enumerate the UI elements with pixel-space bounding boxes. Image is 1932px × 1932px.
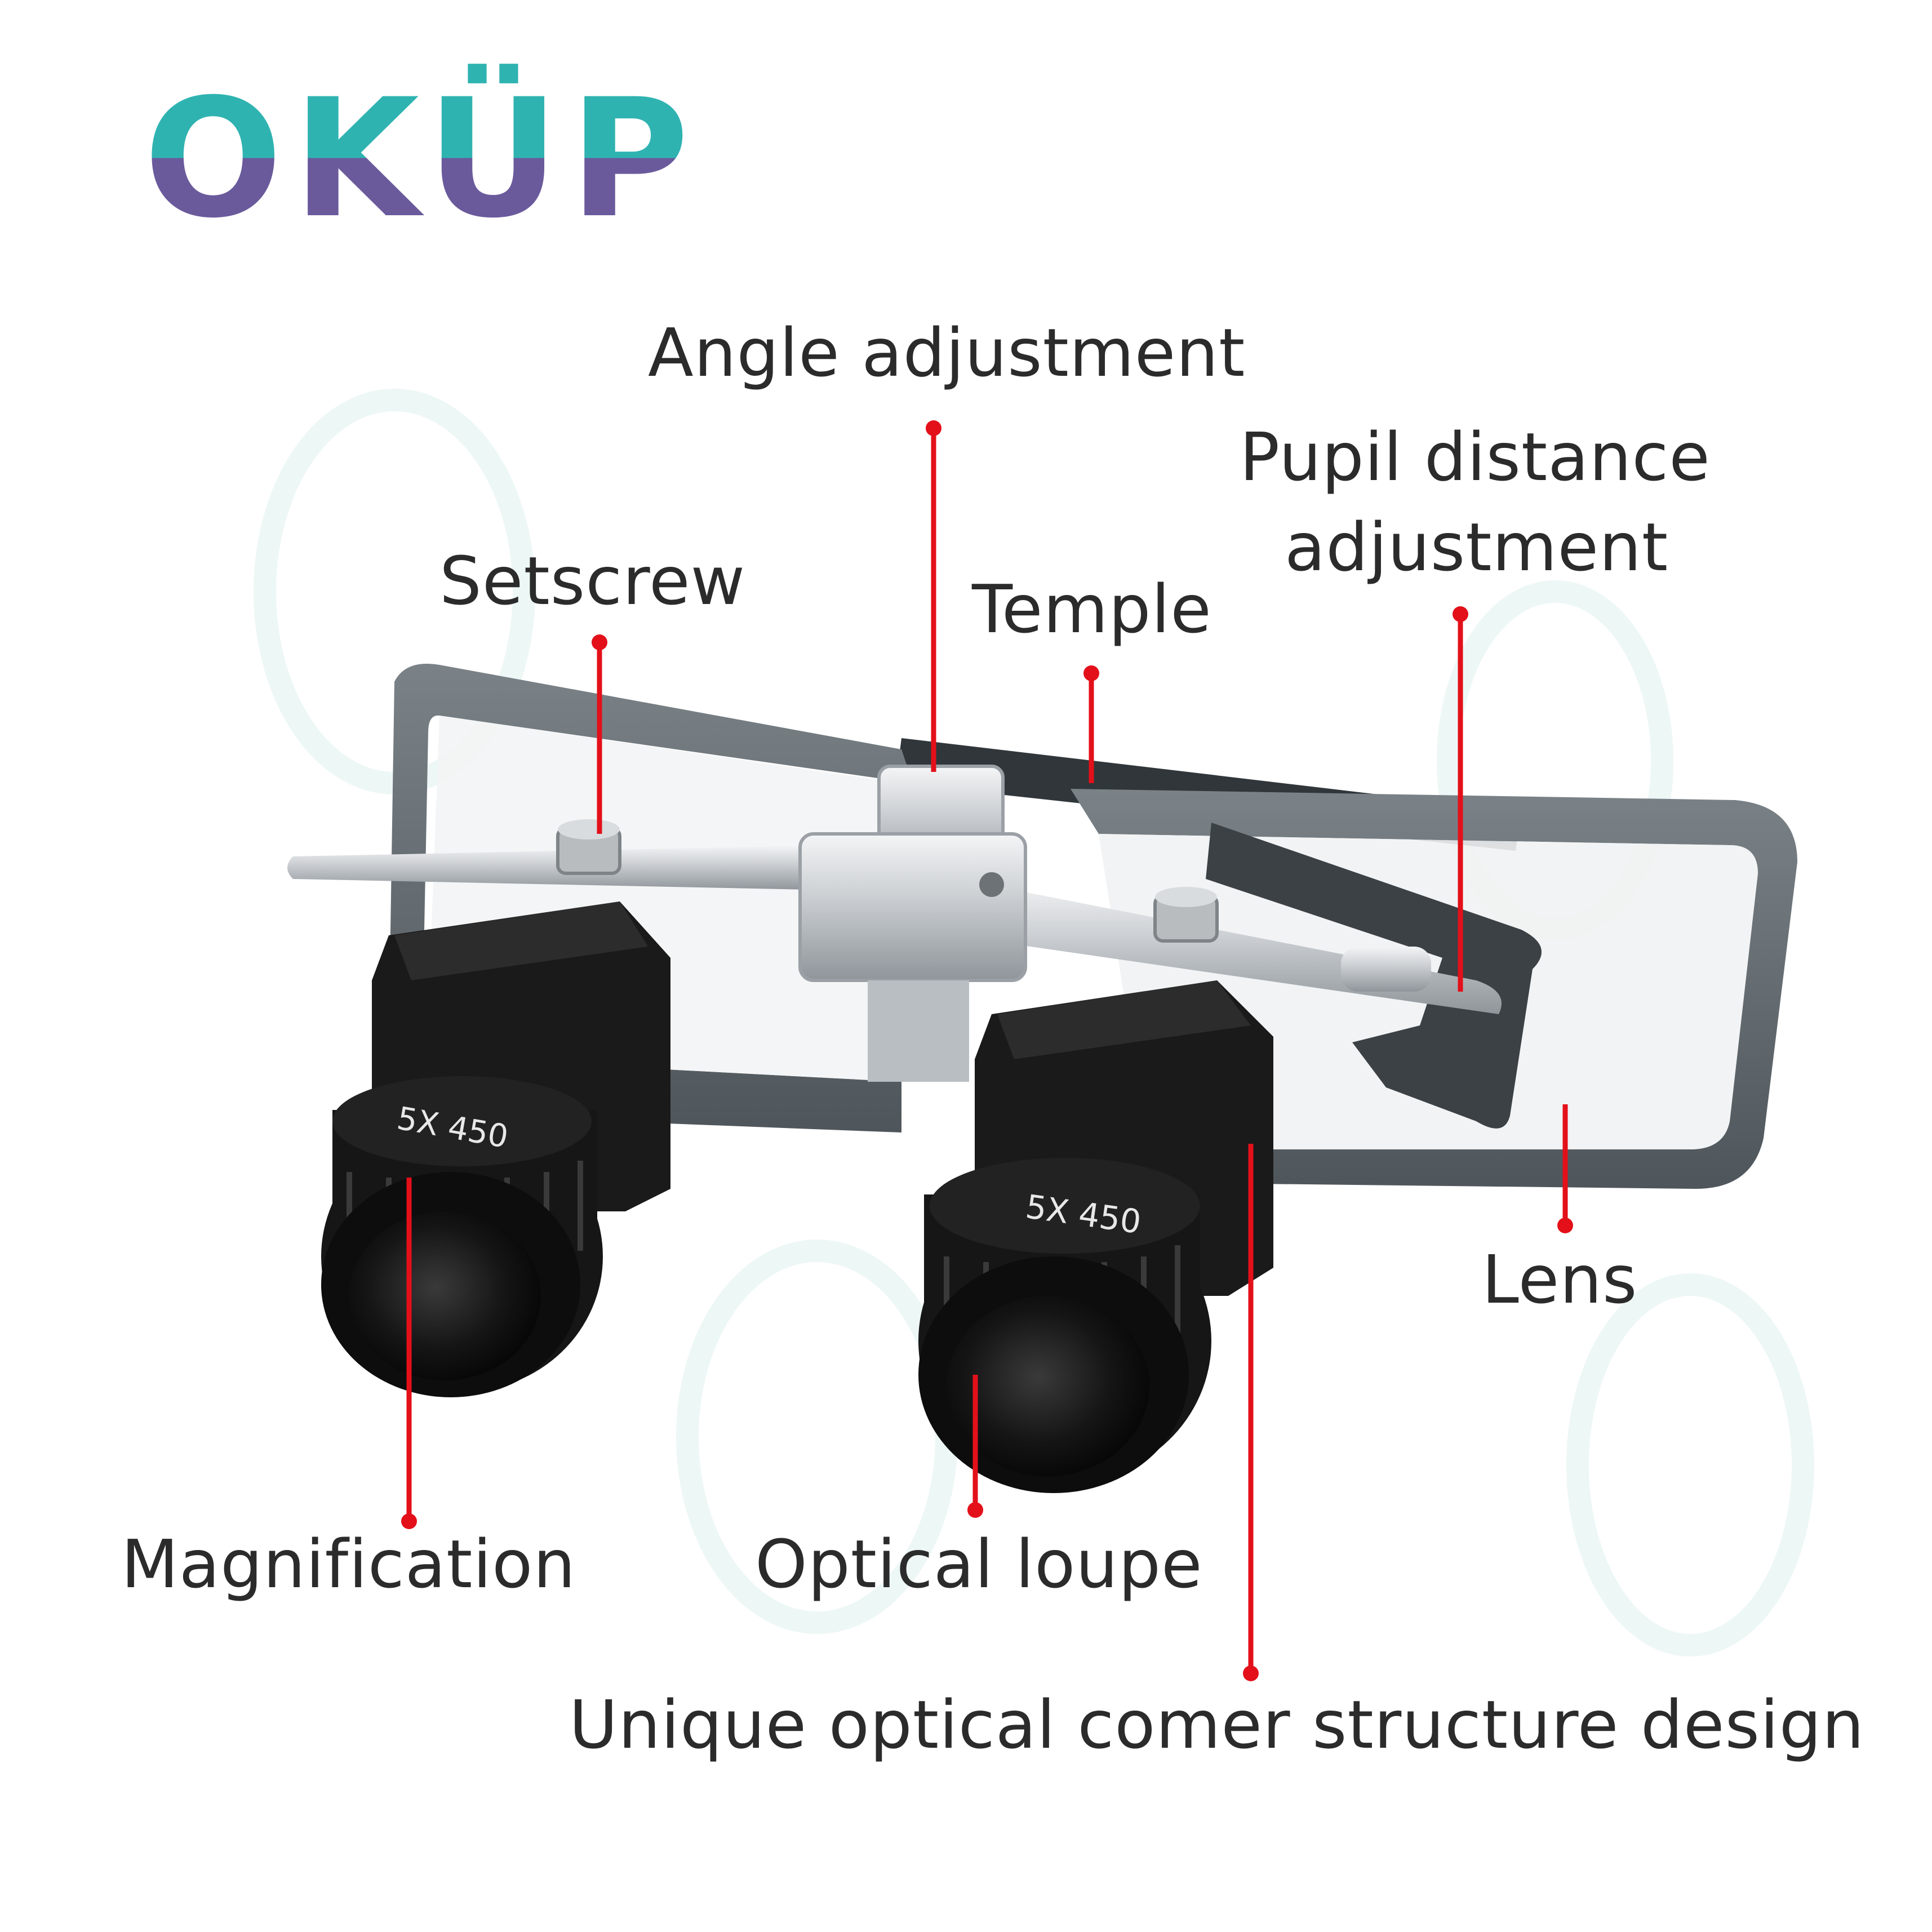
brand-logo: OKÜP xyxy=(144,62,699,254)
leader-magnification xyxy=(401,1178,417,1529)
leader-setscrew xyxy=(592,634,607,834)
loupe-right xyxy=(918,980,1273,1493)
leader-lens xyxy=(1557,1104,1573,1233)
label-corner-structure: Unique optical comer structure design xyxy=(569,1686,1865,1764)
logo-text: OKÜP xyxy=(144,62,699,254)
leader-lines xyxy=(401,420,1573,1681)
label-setscrew: Setscrew xyxy=(439,542,746,620)
label-pupil-distance-line1: Pupil distance xyxy=(1240,418,1711,496)
leader-corner-structure xyxy=(1243,1144,1259,1681)
leader-temple xyxy=(1083,665,1099,783)
label-angle-adjustment: Angle adjustment xyxy=(648,314,1246,392)
label-optical-loupe: Optical loupe xyxy=(755,1525,1203,1603)
setscrews xyxy=(556,819,1219,943)
label-magnification: Magnification xyxy=(121,1525,576,1603)
loupe-left xyxy=(321,901,670,1397)
label-temple: Temple xyxy=(972,570,1212,648)
leader-angle-adjustment xyxy=(926,420,941,772)
leader-pupil-distance xyxy=(1453,606,1468,992)
hinge-block xyxy=(798,765,1027,1082)
label-lens: Lens xyxy=(1482,1241,1638,1318)
leader-optical-loupe xyxy=(967,1375,983,1518)
label-pupil-distance-line2: adjustment xyxy=(1285,508,1669,586)
